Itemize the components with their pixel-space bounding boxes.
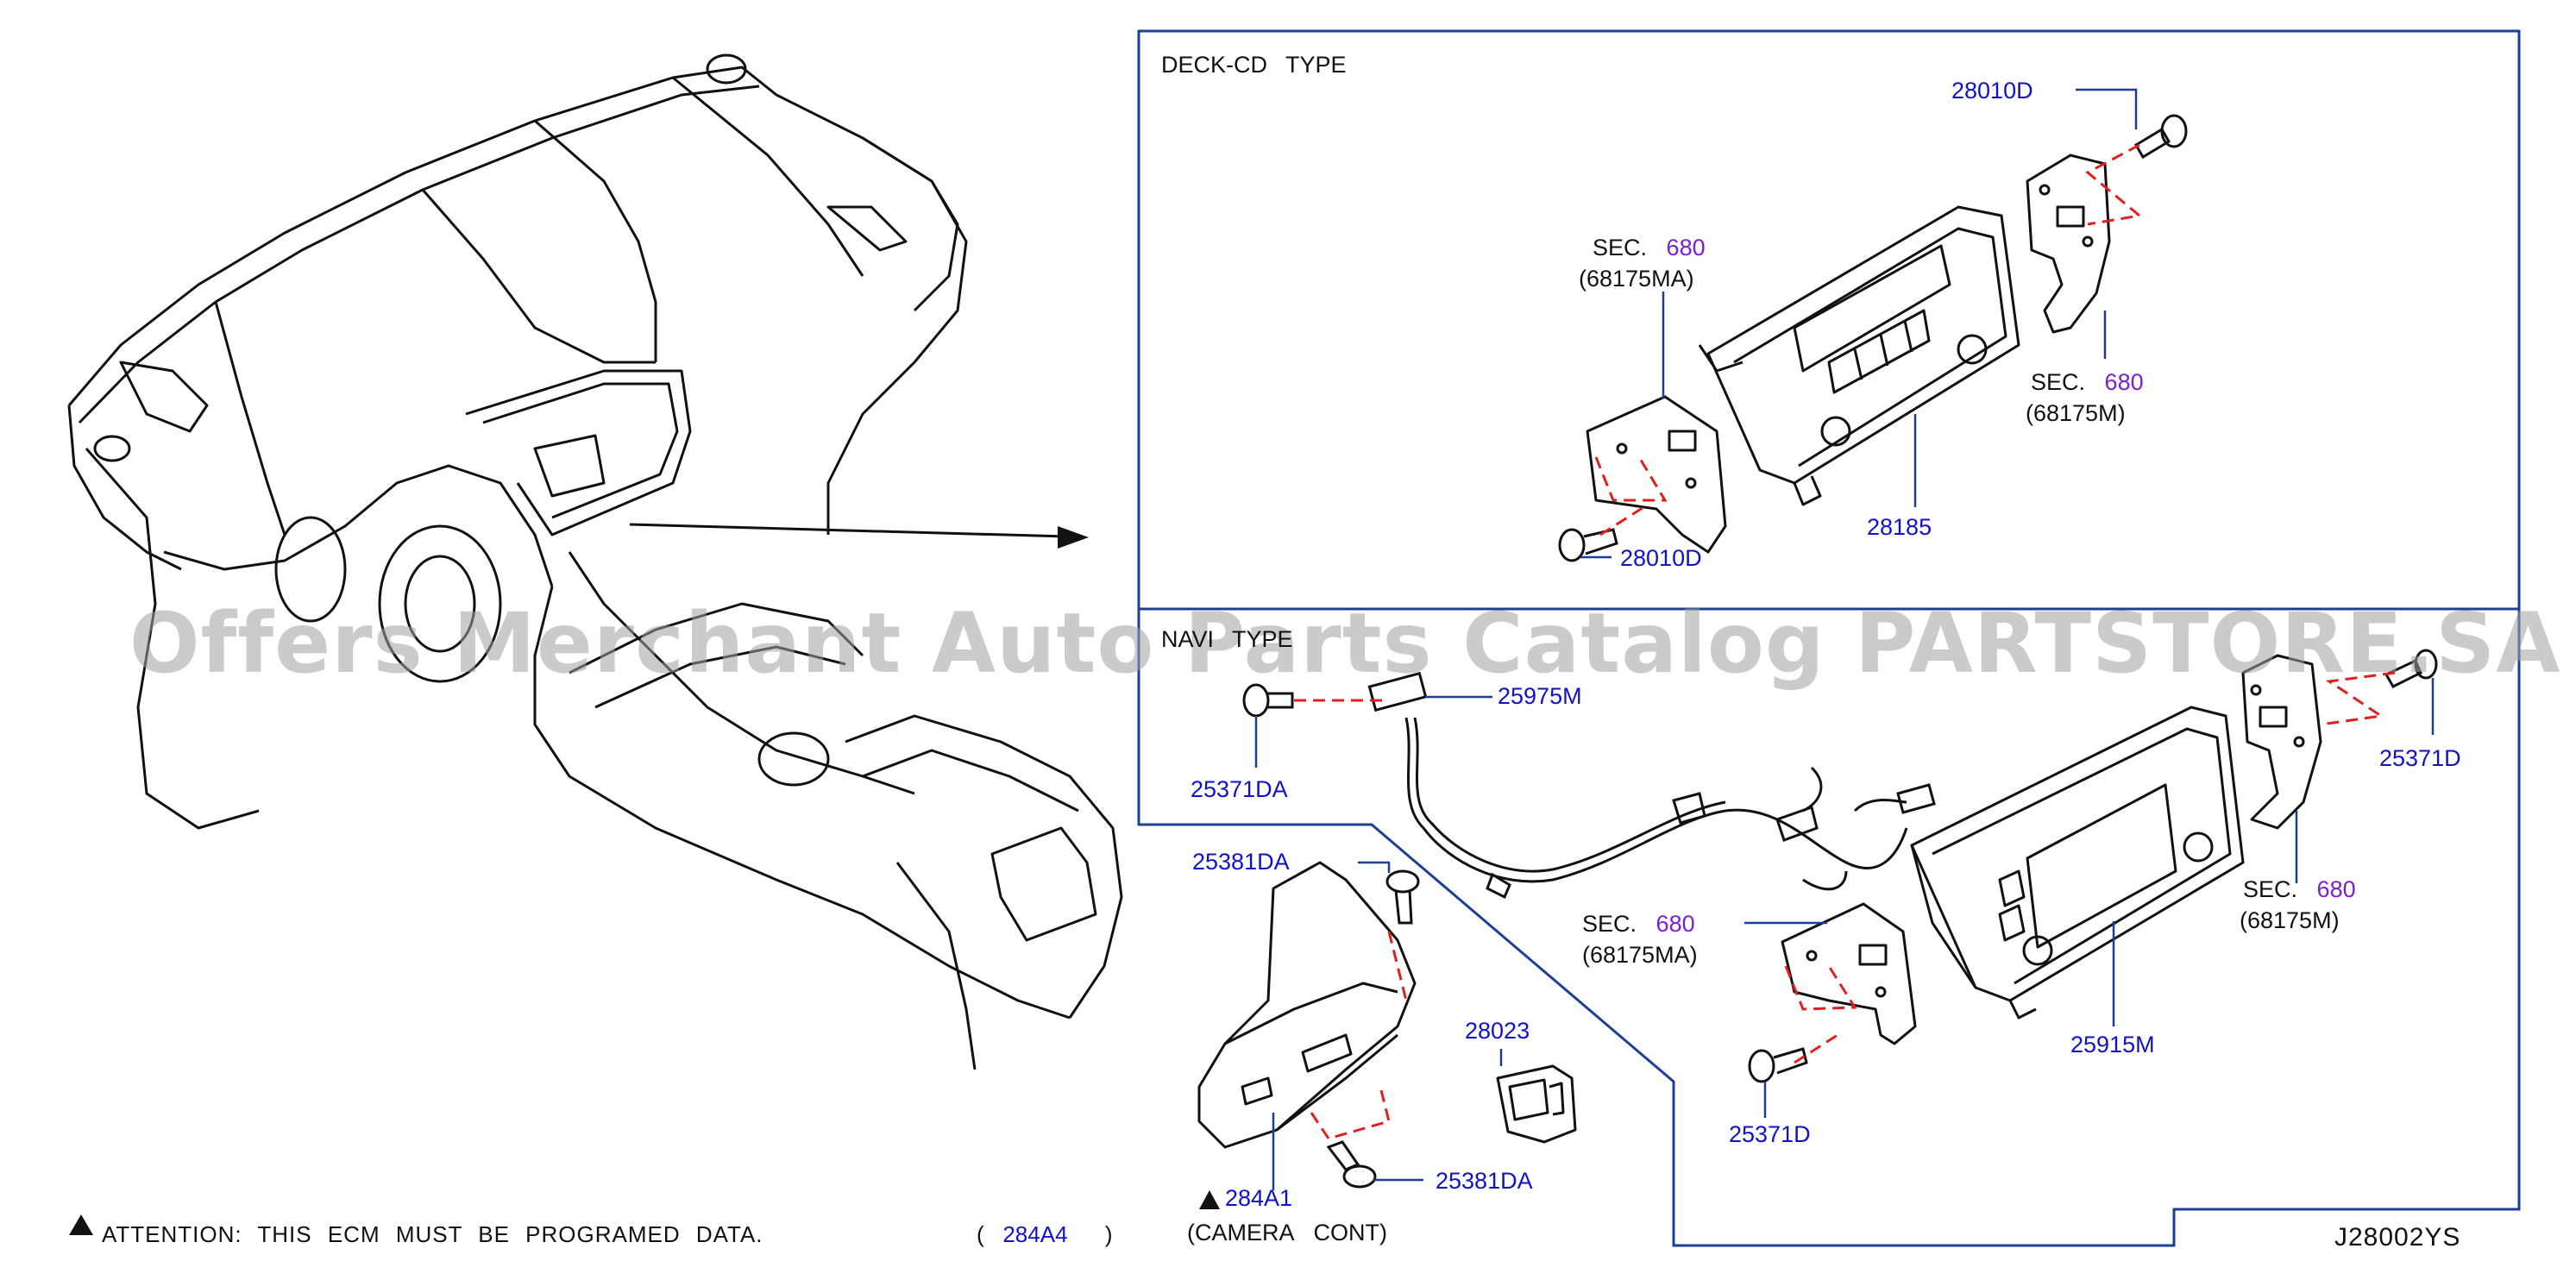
watermark: Offers Merchant Auto Parts Catalog PARTS… [129,595,2561,692]
ref-open: ( [977,1221,984,1247]
sec-word: SEC. [2243,876,2298,902]
sec-680-navi-left-sub: (68175MA) [1582,942,1698,968]
sec-number-link[interactable]: 680 [2104,369,2144,395]
camera-cont-unit [1197,861,1417,1149]
warning-triangle [69,1190,1220,1235]
attention-ref: ( 284A4 ) [977,1221,1113,1248]
sec-number-link[interactable]: 680 [1656,911,1695,937]
ref-close: ) [1104,1221,1113,1247]
deck-dashed-connectors [1594,143,2143,536]
part-25381DA-bottom[interactable]: 25381DA [1436,1168,1533,1194]
deck-left-bracket [1586,395,1727,554]
camera-cont-label: (CAMERA CONT) [1187,1220,1387,1245]
navi-type-title: NAVI TYPE [1161,626,1293,652]
sec-680-deck-right: SEC. 680 [2031,369,2144,395]
sec-680-deck-left: SEC. 680 [1593,235,1706,260]
sec-word: SEC. [1593,235,1648,260]
part-25371D-right[interactable]: 25371D [2379,745,2461,771]
navi-unit [1910,706,2245,1020]
sec-680-navi-right-sub: (68175M) [2240,907,2340,933]
navi-dashed-connectors [1294,671,2396,1140]
part-28010D-bottom[interactable]: 28010D [1620,545,1702,571]
navi-right-bracket [2241,654,2322,830]
deck-cd-unit [1698,205,2020,506]
part-25975M[interactable]: 25975M [1498,683,1582,709]
sec-number-link[interactable]: 680 [2316,876,2356,902]
navi-leaders [1254,678,2435,1190]
sec-680-deck-right-sub: (68175M) [2026,400,2126,426]
deck-leaders [1580,88,2138,559]
part-25371DA[interactable]: 25371DA [1191,776,1288,802]
camera-cont-bottom-screw [1326,1140,1377,1189]
part-25381DA-top[interactable]: 25381DA [1192,849,1290,875]
camera-cont-top-screw [1385,869,1420,925]
part-25371D-bottom[interactable]: 25371D [1729,1121,1811,1147]
part-28010D-top[interactable]: 28010D [1951,78,2033,104]
navi-left-bracket [1781,902,1917,1045]
deck-right-bracket [2026,154,2111,334]
navi-left-screw [1748,1047,1808,1083]
detail-frame [1137,29,2521,1247]
attention-note: ATTENTION: THIS ECM MUST BE PROGRAMED DA… [102,1221,763,1247]
sec-680-navi-left: SEC. 680 [1582,911,1695,937]
sec-word: SEC. [2031,369,2086,395]
sec-680-navi-right: SEC. 680 [2243,876,2356,902]
pointer-arrow [629,523,1089,549]
navi-harness [1367,671,1936,900]
diagram-code: J28002YS [2334,1223,2461,1252]
sec-word: SEC. [1582,911,1637,937]
part-25915M[interactable]: 25915M [2070,1032,2155,1057]
navi-right-screw [2384,649,2438,688]
sec-number-link[interactable]: 680 [1666,235,1706,260]
switch-28023 [1496,1064,1577,1144]
part-284A1[interactable]: 284A1 [1225,1185,1293,1211]
part-28185[interactable]: 28185 [1867,514,1932,540]
sec-680-deck-left-sub: (68175MA) [1579,266,1694,292]
deck-left-screw [1558,528,1618,562]
part-28023[interactable]: 28023 [1465,1018,1530,1044]
deck-cd-type-title: DECK-CD TYPE [1161,52,1347,78]
deck-right-screw [2133,114,2188,160]
part-284A4[interactable]: 284A4 [1002,1221,1068,1247]
dashboard-illustration [67,53,1123,1070]
